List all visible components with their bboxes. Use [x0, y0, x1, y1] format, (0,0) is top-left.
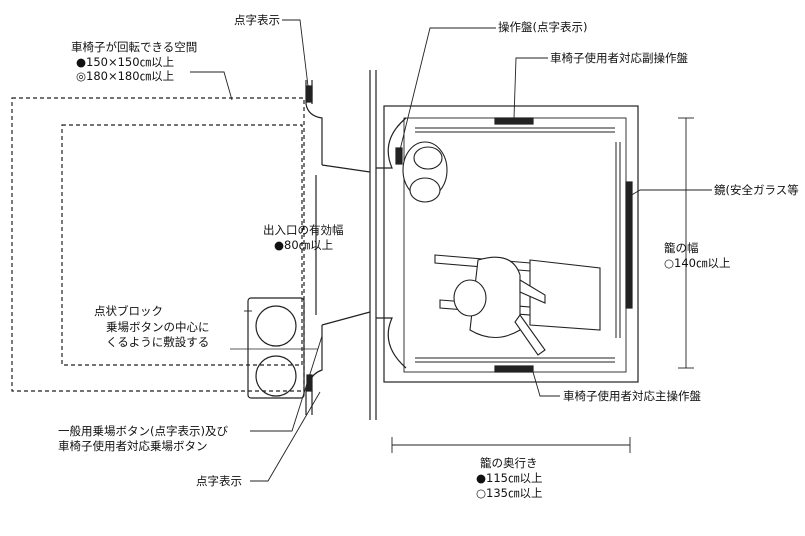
label-control-panel: 操作盤(点字表示) — [498, 20, 588, 34]
door-frame — [315, 70, 407, 420]
dimension-lines — [391, 117, 694, 453]
turning-space-outer — [11, 97, 305, 392]
label-car-depth: 籠の奥行き — [480, 456, 538, 470]
label-hall-buttons-2: 車椅子使用者対応乗場ボタン — [58, 439, 208, 453]
label-car-width: 籠の幅 — [664, 241, 699, 255]
car-outer-wall — [383, 105, 639, 383]
label-entrance-width-req: ●80㎝以上 — [274, 238, 334, 252]
mirror — [625, 181, 633, 309]
standing-person — [402, 141, 448, 203]
label-turning-space-req2: ◎180×180㎝以上 — [76, 69, 175, 83]
label-mirror: 鏡(安全ガラス等 — [714, 183, 799, 197]
leader-lines — [190, 19, 712, 482]
sub-control-panel — [494, 117, 534, 125]
turning-space-inner — [61, 124, 303, 366]
label-turning-space: 車椅子が回転できる空間 — [71, 40, 198, 54]
label-braille-bottom: 点字表示 — [196, 474, 242, 488]
braille-marker-top — [306, 85, 313, 103]
label-braille-top: 点字表示 — [234, 13, 280, 27]
label-sub-panel: 車椅子使用者対応副操作盤 — [550, 51, 688, 65]
label-car-depth-req2: ○135㎝以上 — [476, 486, 543, 500]
main-control-panel — [494, 365, 534, 373]
label-tactile-blocks-2: 乗場ボタンの中心に — [106, 320, 210, 334]
label-hall-buttons-1: 一般用乗場ボタン(点字表示)及び — [58, 424, 228, 438]
label-main-panel: 車椅子使用者対応主操作盤 — [563, 389, 701, 403]
label-tactile-blocks: 点状ブロック — [94, 304, 163, 318]
hall-call-buttons — [247, 297, 305, 399]
front-control-panel — [395, 147, 403, 165]
wheelchair-user — [434, 254, 601, 356]
braille-marker-bottom — [306, 374, 313, 392]
label-entrance-width: 出入口の有効幅 — [263, 223, 344, 237]
label-car-depth-req1: ●115㎝以上 — [476, 471, 543, 485]
label-tactile-blocks-3: くるように敷設する — [106, 335, 210, 349]
label-car-width-req: ○140㎝以上 — [664, 256, 731, 270]
label-turning-space-req1: ●150×150㎝以上 — [76, 55, 175, 69]
handrails — [415, 127, 621, 363]
